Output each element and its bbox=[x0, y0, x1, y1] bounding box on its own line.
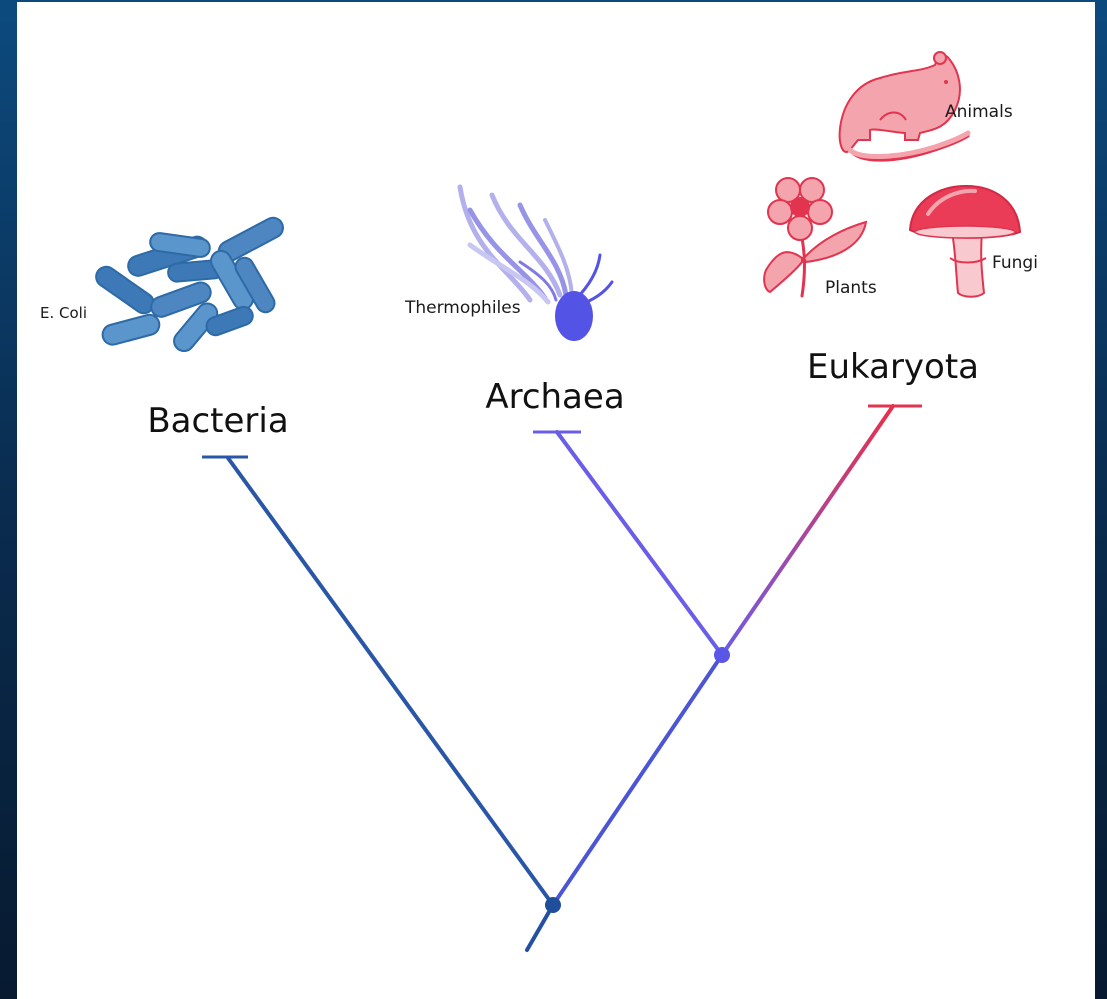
tree-of-life-diagram: Bacteria Archaea Eukaryota bbox=[17, 2, 1095, 999]
eukaryota-branch bbox=[722, 406, 893, 655]
plants-label: Plants bbox=[825, 278, 877, 298]
diagram-panel: Bacteria Archaea Eukaryota bbox=[17, 2, 1095, 999]
eukaryota-label: Eukaryota bbox=[807, 347, 979, 387]
bacteria-label: Bacteria bbox=[147, 401, 288, 441]
archaea-eukaryota-node bbox=[714, 647, 730, 663]
archaea-eukaryota-stem bbox=[553, 655, 722, 905]
e-coli-label: E. Coli bbox=[40, 304, 87, 322]
thermophiles-label: Thermophiles bbox=[404, 298, 521, 318]
fungi-label: Fungi bbox=[992, 253, 1038, 273]
animals-label: Animals bbox=[945, 102, 1013, 122]
bacteria-branch bbox=[228, 458, 553, 905]
fungi-illustration bbox=[910, 186, 1020, 297]
archaea-branch bbox=[557, 432, 722, 655]
root-node bbox=[545, 897, 561, 913]
e-coli-illustration bbox=[92, 214, 286, 355]
phylogenetic-tree bbox=[202, 406, 922, 950]
archaea-label: Archaea bbox=[485, 377, 624, 417]
